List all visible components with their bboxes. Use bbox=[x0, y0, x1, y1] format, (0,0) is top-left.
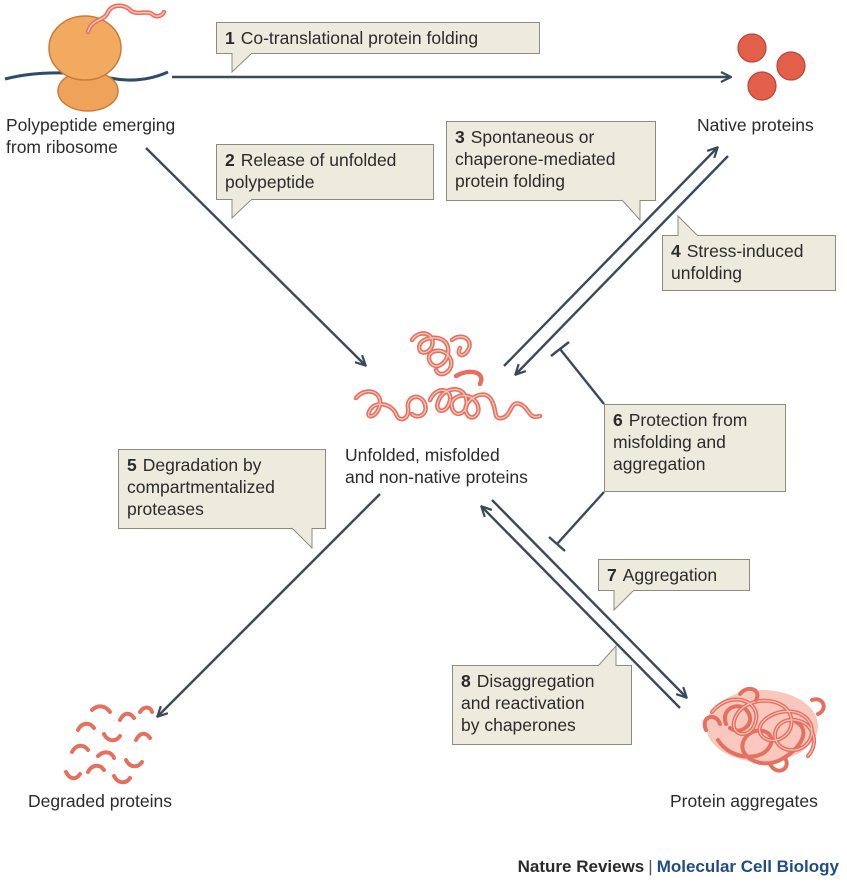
step-number: 1 bbox=[225, 28, 235, 48]
tail-step8 bbox=[597, 644, 617, 667]
tail-step2 bbox=[231, 198, 253, 220]
protein-aggregates-icon bbox=[702, 686, 826, 773]
tail-step5 bbox=[291, 527, 313, 550]
native-proteins-icon bbox=[737, 33, 806, 101]
arrow-step5 bbox=[158, 493, 381, 716]
tail-step1 bbox=[231, 52, 253, 74]
tail-step7 bbox=[613, 589, 635, 612]
credit-separator: | bbox=[648, 857, 653, 876]
arrow-step7 bbox=[491, 499, 686, 697]
arrow-step3 bbox=[503, 148, 717, 367]
journal-credit: Nature Reviews|Molecular Cell Biology bbox=[518, 857, 839, 877]
unfolded-proteins-icon bbox=[353, 331, 543, 422]
journal-name: Nature Reviews bbox=[517, 857, 645, 876]
ribosome-label: Polypeptide emerging from ribosome bbox=[6, 115, 176, 157]
protein-aggregates-label: Protein aggregates bbox=[670, 791, 818, 811]
degraded-proteins-icon bbox=[64, 704, 154, 785]
ribosome-icon bbox=[4, 3, 169, 112]
journal-subtitle: Molecular Cell Biology bbox=[656, 857, 839, 876]
inhibition-step6 bbox=[548, 341, 605, 552]
arrow-step4 bbox=[516, 155, 729, 374]
arrow-step8 bbox=[482, 507, 681, 709]
degraded-proteins-label: Degraded proteins bbox=[28, 791, 172, 811]
arrow-step2 bbox=[145, 147, 365, 365]
native-proteins-label: Native proteins bbox=[697, 115, 814, 135]
tail-step3 bbox=[621, 199, 641, 222]
tail-step4 bbox=[677, 214, 699, 237]
unfolded-proteins-label: Unfolded, misfolded and non-native prote… bbox=[345, 445, 528, 487]
